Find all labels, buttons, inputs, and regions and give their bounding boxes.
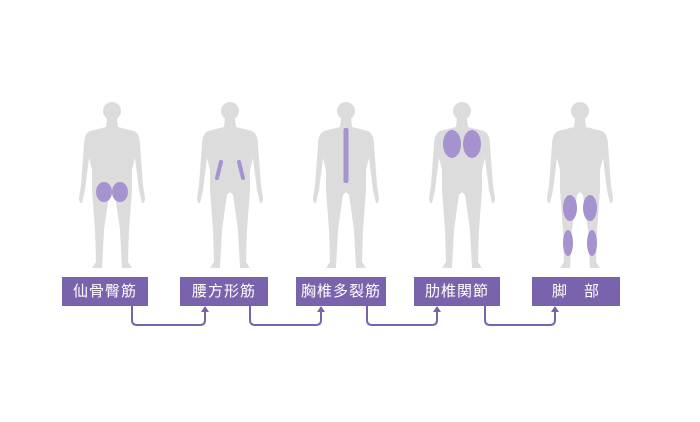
figure-2 bbox=[197, 102, 263, 268]
arrow-3-4 bbox=[366, 306, 438, 326]
lumbar-highlight bbox=[215, 160, 245, 180]
step-label-3: 胸椎多裂筋 bbox=[296, 277, 386, 306]
spine-highlight bbox=[343, 128, 349, 183]
figure-3 bbox=[313, 102, 379, 268]
arrow-1-2 bbox=[131, 306, 206, 326]
step-label-1: 仙骨臀筋 bbox=[62, 277, 148, 306]
step-label-4: 肋椎関節 bbox=[414, 277, 500, 306]
step-label-5: 脚 部 bbox=[532, 277, 620, 306]
step-label-2: 腰方形筋 bbox=[180, 277, 268, 306]
glutes-highlight bbox=[96, 182, 112, 202]
figure-5 bbox=[547, 102, 613, 268]
arrow-4-5 bbox=[484, 306, 556, 326]
figure-1 bbox=[79, 102, 145, 268]
legs-highlight bbox=[563, 195, 577, 221]
arrow-2-3 bbox=[249, 306, 322, 326]
flow-arrows bbox=[131, 306, 556, 326]
figure-4 bbox=[429, 102, 495, 268]
ribs-highlight bbox=[443, 130, 461, 158]
